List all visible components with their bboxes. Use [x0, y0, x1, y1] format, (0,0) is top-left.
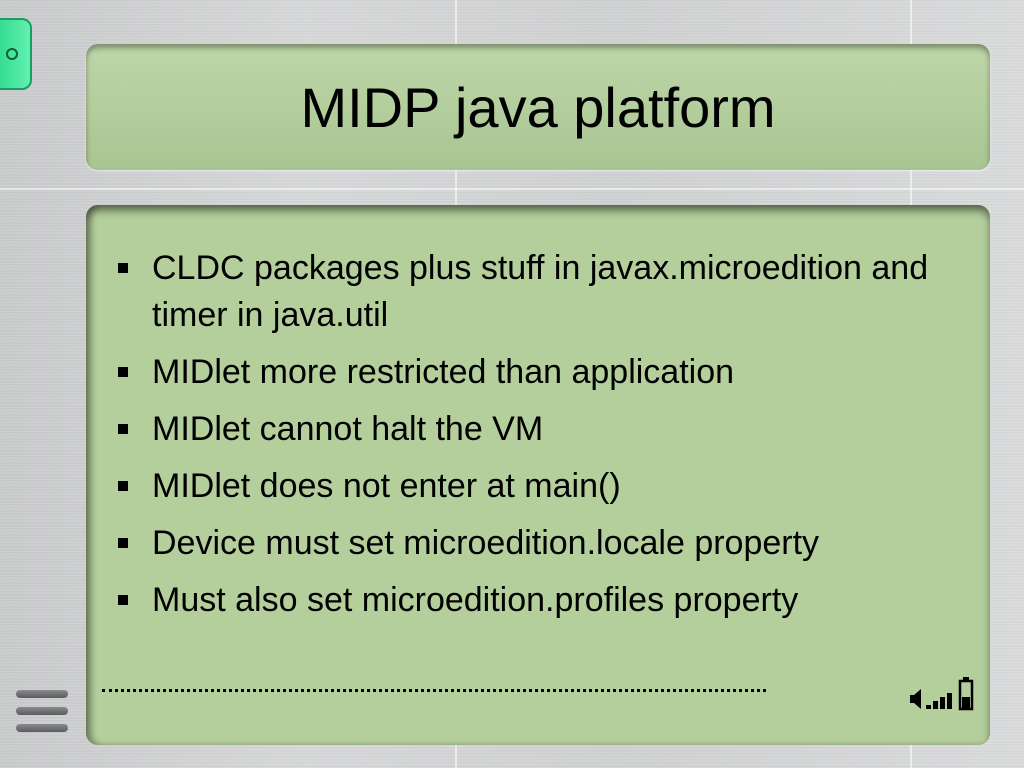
bullet-item: MIDlet cannot halt the VM	[114, 406, 954, 453]
background-grid-line	[0, 188, 1024, 190]
bullet-item: Must also set microedition.profiles prop…	[114, 577, 954, 624]
bullet-text: Device must set microedition.locale prop…	[152, 524, 820, 562]
bullet-text: Must also set microedition.profiles prop…	[152, 581, 799, 619]
bullet-item: MIDlet does not enter at main()	[114, 463, 954, 510]
status-icons	[910, 677, 974, 711]
content-panel: CLDC packages plus stuff in javax.microe…	[86, 205, 990, 745]
side-button[interactable]	[0, 18, 32, 90]
bullet-item: MIDlet more restricted than application	[114, 349, 954, 396]
signal-bars-icon	[926, 693, 952, 709]
bullet-marker	[118, 263, 128, 273]
battery-icon	[958, 677, 974, 711]
bullet-item: Device must set microedition.locale prop…	[114, 520, 954, 567]
bullet-marker	[118, 481, 128, 491]
bullet-text: MIDlet more restricted than application	[152, 353, 735, 391]
bullet-text: MIDlet cannot halt the VM	[152, 410, 544, 448]
title-panel: MIDP java platform	[86, 44, 990, 170]
bullet-marker	[118, 595, 128, 605]
bullet-item: CLDC packages plus stuff in javax.microe…	[114, 245, 954, 339]
bullet-list: CLDC packages plus stuff in javax.microe…	[114, 245, 954, 634]
bullet-marker	[118, 424, 128, 434]
circle-icon	[6, 48, 18, 60]
hamburger-menu-icon[interactable]	[16, 688, 68, 734]
bullet-text: MIDlet does not enter at main()	[152, 467, 621, 505]
bullet-text: CLDC packages plus stuff in javax.microe…	[152, 249, 929, 334]
bullet-marker	[118, 538, 128, 548]
bullet-marker	[118, 367, 128, 377]
dotted-divider	[102, 689, 766, 692]
speaker-icon	[910, 689, 921, 709]
slide-title: MIDP java platform	[300, 75, 776, 139]
